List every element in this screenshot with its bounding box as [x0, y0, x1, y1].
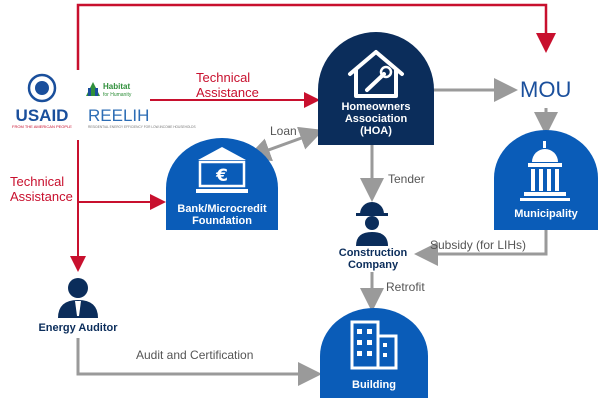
construction-label: Construction Company — [338, 247, 408, 271]
reelih-wordmark: REELIH — [88, 106, 149, 125]
habitat-line2: for Humanity — [103, 92, 132, 98]
energy-auditor-label: Energy Auditor — [38, 322, 118, 334]
svg-text:€: € — [215, 166, 228, 186]
building-label: Building — [352, 379, 396, 391]
reelih-tagline: RESIDENTIAL ENERGY EFFICIENCY FOR LOW-IN… — [88, 125, 196, 129]
municipality-node — [494, 130, 598, 230]
edge-loan — [246, 126, 324, 162]
bank-euro-icon: € — [196, 147, 248, 193]
loan-label: Loan — [270, 124, 297, 138]
habitat-reelih-logo: Habitat for Humanity REELIH RESIDENTIAL … — [86, 82, 196, 129]
retrofit-label: Retrofit — [386, 280, 425, 294]
municipality-label: Municipality — [514, 208, 578, 220]
hoa-node — [318, 32, 434, 145]
usaid-wordmark: USAID — [16, 106, 69, 125]
edge-ta-bank — [77, 140, 166, 210]
bank-label: Bank/Microcredit Foundation — [177, 203, 267, 227]
city-hall-icon — [520, 141, 570, 201]
construction-worker-icon — [356, 202, 388, 246]
building-node — [320, 308, 428, 398]
edge-audit — [76, 338, 322, 386]
ta-hoa-label: Technical Assistance — [196, 70, 262, 100]
building-icon — [350, 320, 398, 370]
ta-bank-text: Technical Assistance — [10, 174, 73, 204]
usaid-logo: USAID FROM THE AMERICAN PEOPLE — [12, 73, 72, 129]
house-wrench-icon — [348, 50, 404, 98]
tender-label: Tender — [388, 172, 425, 186]
energy-auditor-icon — [58, 278, 98, 318]
bank-node: € — [166, 138, 278, 230]
usaid-tagline: FROM THE AMERICAN PEOPLE — [12, 124, 72, 129]
edge-top-to-mou — [76, 3, 556, 70]
edge-subsidy — [414, 230, 548, 266]
audit-label: Audit and Certification — [136, 348, 254, 362]
hoa-label: Homeowners Association (HOA) — [341, 101, 411, 137]
mou-label: MOU — [520, 77, 572, 102]
ta-bank-label: Technical Assistance — [10, 174, 76, 204]
ta-hoa-text: Technical Assistance — [196, 70, 259, 100]
habitat-line1: Habitat — [103, 82, 130, 91]
subsidy-label: Subsidy (for LIHs) — [430, 238, 527, 252]
